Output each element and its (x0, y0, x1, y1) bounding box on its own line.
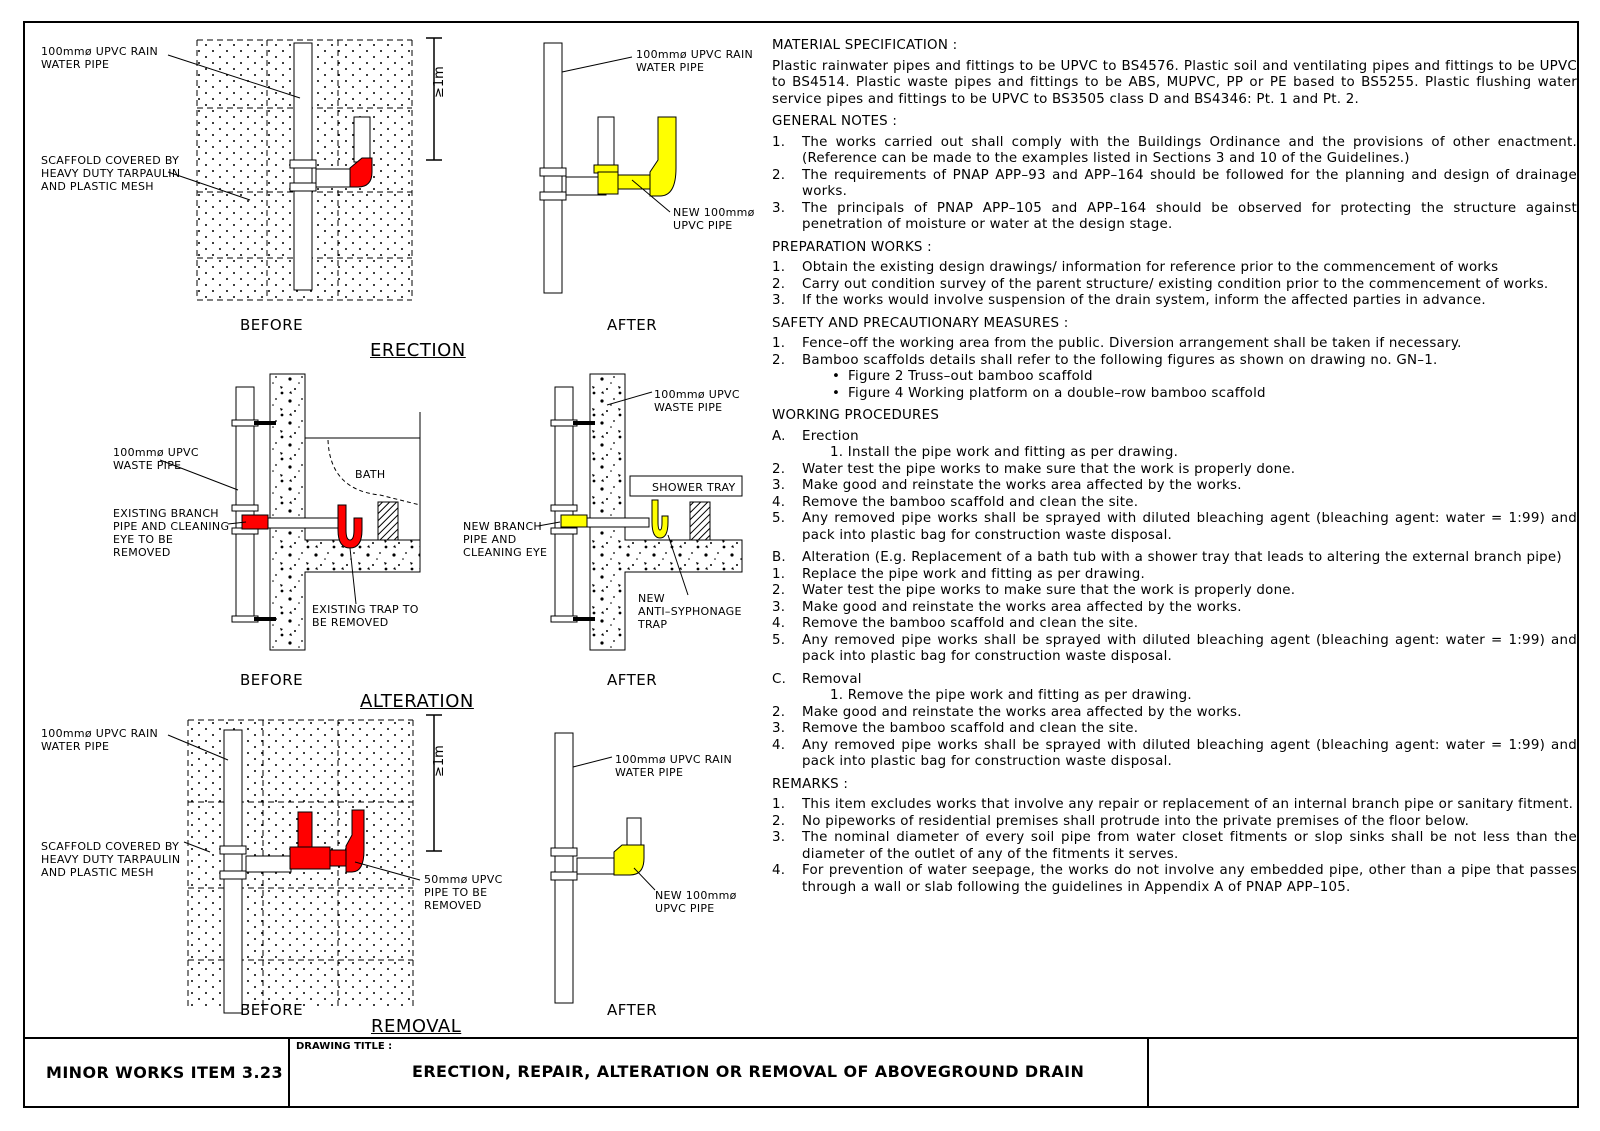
list-item: 5.Any removed pipe works shall be spraye… (772, 511, 1577, 543)
new-branch-label: NEW BRANCH PIPE AND CLEANING EYE (463, 520, 548, 559)
alteration-caption: ALTERATION (360, 691, 474, 712)
removal-after-caption: AFTER (607, 1001, 658, 1019)
list-item: 2.Make good and reinstate the works area… (772, 704, 1242, 720)
list-item: 1.The works carried out shall comply wit… (772, 134, 1577, 167)
removal-before-pipe-label: 100mmø UPVC RAIN WATER PIPE (41, 727, 159, 753)
list-item: 3.Make good and reinstate the works area… (772, 599, 1242, 615)
removal-new-pipe-label: NEW 100mmø UPVC PIPE (655, 889, 737, 915)
removal-before-caption: BEFORE (240, 1001, 304, 1019)
erection-after-drawing (539, 42, 677, 294)
list-item: 4.Remove the bamboo scaffold and clean t… (772, 616, 1139, 631)
list-item: 1.Obtain the existing design drawings/ i… (772, 260, 1499, 275)
list-item: 3.Make good and reinstate the works area… (772, 478, 1242, 493)
list-item: 4.Any removed pipe works shall be spraye… (772, 737, 1577, 770)
alteration-before-drawing (159, 373, 421, 651)
removal-before-drawing (167, 714, 442, 1014)
drawing-title-label: DRAWING TITLE : (296, 1041, 393, 1052)
alteration-steps: 1.Replace the pipe work and fitting as p… (772, 567, 1577, 666)
drawing-title: ERECTION, REPAIR, ALTERATION OR REMOVAL … (412, 1062, 1085, 1081)
removal-caption: REMOVAL (371, 1016, 462, 1037)
list-item: 4.Remove the bamboo scaffold and clean t… (772, 494, 1139, 510)
list-item: 5.Any removed pipe works shall be spraye… (772, 632, 1577, 665)
erection-steps: 2.Water test the pipe works to make sure… (772, 462, 1577, 545)
erection-procedure-title: A.Erection (772, 428, 859, 444)
list-item: 1.Replace the pipe work and fitting as p… (772, 566, 1145, 582)
list-item: 1.Fence–off the working area from the pu… (772, 336, 1462, 351)
alteration-procedure-title: B.Alteration (E.g. Replacement of a bath… (772, 550, 1562, 565)
material-text: Plastic rainwater pipes and fittings to … (772, 58, 1577, 107)
shower-tray-label: SHOWER TRAY (652, 481, 736, 494)
alteration-after-caption: AFTER (607, 671, 658, 689)
list-item: 2.The requirements of PNAP APP–93 and AP… (772, 167, 1577, 200)
prep-heading: PREPARATION WORKS : (772, 239, 932, 255)
list-item: 3.The principals of PNAP APP–105 and APP… (772, 200, 1577, 233)
general-notes-list: 1.The works carried out shall comply wit… (772, 135, 1577, 234)
remarks-heading: REMARKS : (772, 776, 849, 792)
safety-figures-list: •Figure 2 Truss–out bamboo scaffold•Figu… (772, 369, 1577, 402)
outer-frame (23, 21, 1579, 1108)
erection-before-pipe-label: 100mmø UPVC RAIN WATER PIPE (41, 45, 159, 71)
alteration-after-waste-pipe-label: 100mmø UPVC WASTE PIPE (654, 388, 740, 414)
item-number: MINOR WORKS ITEM 3.23 (46, 1063, 283, 1082)
list-item: 2.Bamboo scaffolds details shall refer t… (772, 352, 1438, 368)
bath-label: BATH (355, 468, 386, 481)
erection-step-1: 1. Install the pipe work and fitting as … (830, 445, 1179, 460)
list-item: 2.No pipeworks of residential premises s… (772, 813, 1470, 829)
new-trap-label: NEW ANTI–SYPHONAGE TRAP (638, 592, 742, 631)
list-item: •Figure 2 Truss–out bamboo scaffold (832, 369, 1093, 384)
working-heading: WORKING PROCEDURES (772, 408, 940, 423)
list-item: •Figure 4 Working platform on a double–r… (832, 385, 1266, 401)
alteration-waste-pipe-label: 100mmø UPVC WASTE PIPE (113, 446, 199, 472)
erection-scaffold-label: SCAFFOLD COVERED BY HEAVY DUTY TARPAULIN… (41, 154, 181, 193)
safety-list: 1.Fence–off the working area from the pu… (772, 336, 1577, 369)
removal-dim-label: ≥1m (432, 745, 447, 777)
list-item: 3.Remove the bamboo scaffold and clean t… (772, 721, 1139, 736)
alteration-existing-branch-label: EXISTING BRANCH PIPE AND CLEANING EYE TO… (113, 507, 230, 559)
material-heading: MATERIAL SPECIFICATION : (772, 38, 958, 53)
list-item: 1.This item excludes works that involve … (772, 797, 1574, 812)
erection-caption: ERECTION (370, 340, 466, 361)
list-item: 2.Water test the pipe works to make sure… (772, 461, 1296, 477)
erection-new-pipe-label: NEW 100mmø UPVC PIPE (673, 206, 755, 232)
removal-small-pipe-label: 50mmø UPVC PIPE TO BE REMOVED (424, 873, 503, 912)
removal-after-pipe-label: 100mmø UPVC RAIN WATER PIPE (615, 753, 733, 779)
erection-dim-label: ≥1m (432, 66, 447, 98)
existing-trap-label: EXISTING TRAP TO BE REMOVED (312, 603, 419, 629)
list-item: 3.If the works would involve suspension … (772, 293, 1486, 308)
list-item: 2.Water test the pipe works to make sure… (772, 583, 1296, 598)
removal-after-drawing (550, 732, 656, 1004)
erection-after-pipe-label: 100mmø UPVC RAIN WATER PIPE (636, 48, 754, 74)
removal-step-1: 1. Remove the pipe work and fitting as p… (830, 688, 1192, 703)
safety-heading: SAFETY AND PRECAUTIONARY MEASURES : (772, 315, 1069, 331)
list-item: 2.Carry out condition survey of the pare… (772, 276, 1549, 292)
removal-scaffold-label: SCAFFOLD COVERED BY HEAVY DUTY TARPAULIN… (41, 840, 181, 879)
removal-procedure-title: C.Removal (772, 671, 862, 687)
erection-before-caption: BEFORE (240, 316, 304, 334)
erection-before-drawing (167, 37, 442, 301)
preparation-list: 1.Obtain the existing design drawings/ i… (772, 260, 1577, 310)
removal-steps: 2.Make good and reinstate the works area… (772, 705, 1577, 771)
remarks-list: 1.This item excludes works that involve … (772, 797, 1577, 896)
list-item: 4.For prevention of water seepage, the w… (772, 863, 1577, 895)
specification-notes: MATERIAL SPECIFICATION : Plastic rainwat… (772, 32, 1577, 896)
alteration-before-caption: BEFORE (240, 671, 304, 689)
general-heading: GENERAL NOTES : (772, 114, 898, 129)
list-item: 3.The nominal diameter of every soil pip… (772, 830, 1577, 862)
erection-after-caption: AFTER (607, 316, 658, 334)
alteration-after-drawing (537, 373, 743, 651)
